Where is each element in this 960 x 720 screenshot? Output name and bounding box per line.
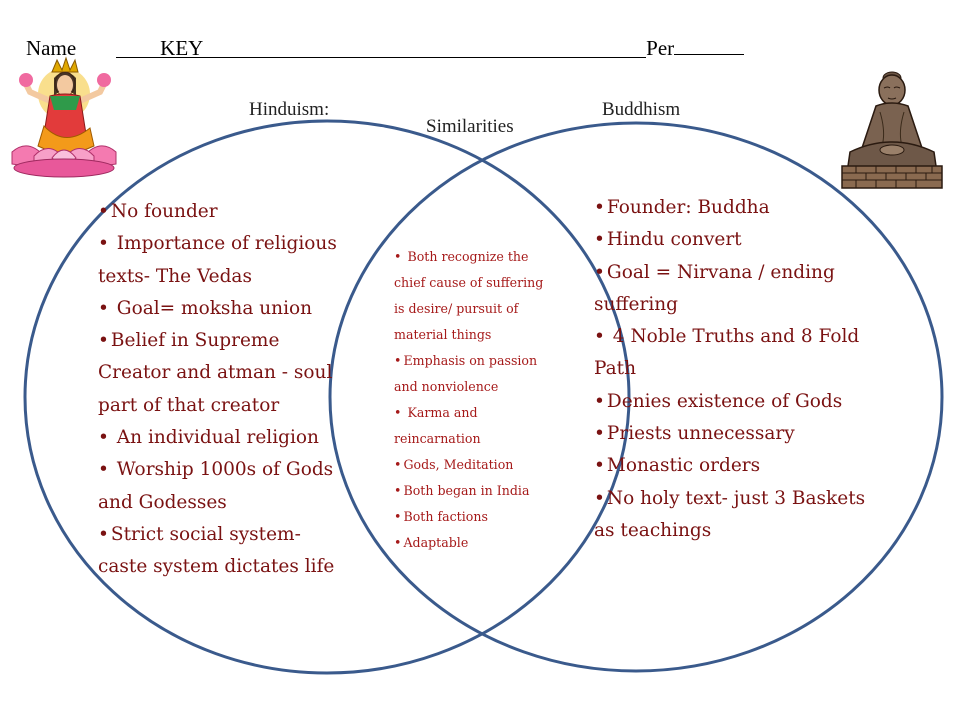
buddhism-item: Goal = Nirvana / ending suffering xyxy=(594,257,869,322)
hinduism-item: Strict social system- caste system dicta… xyxy=(98,519,348,584)
similarities-item: Emphasis on passion and nonviolence xyxy=(394,348,546,400)
buddha-statue-icon xyxy=(841,71,943,189)
buddhism-list: Founder: Buddha Hindu convert Goal = Nir… xyxy=(594,192,869,547)
similarities-item: Gods, Meditation xyxy=(394,452,546,478)
hinduism-item: Belief in Supreme Creator and atman - so… xyxy=(98,325,348,422)
buddhism-item: Priests unnecessary xyxy=(594,418,869,450)
similarities-item: Both recognize the chief cause of suffer… xyxy=(394,244,546,348)
hinduism-heading: Hinduism: xyxy=(249,99,330,120)
name-value: KEY xyxy=(160,36,204,60)
hinduism-item: An individual religion xyxy=(98,422,348,454)
similarities-item: Adaptable xyxy=(394,530,546,556)
per-label: Per xyxy=(646,36,675,60)
hinduism-item: Worship 1000s of Gods and Godesses xyxy=(98,454,348,519)
per-field xyxy=(674,54,745,55)
hinduism-list: No founder Importance of religious texts… xyxy=(98,196,348,584)
similarities-heading: Similarities xyxy=(426,116,514,137)
name-field: KEY xyxy=(116,36,647,60)
buddhism-item: No holy text- just 3 Baskets as teaching… xyxy=(594,483,869,548)
similarities-item: Both began in India xyxy=(394,478,546,504)
hinduism-item: Goal= moksha union xyxy=(98,293,348,325)
hinduism-item: No founder xyxy=(98,196,348,228)
buddhism-item: 4 Noble Truths and 8 Fold Path xyxy=(594,321,869,386)
buddhism-item: Monastic orders xyxy=(594,450,869,482)
similarities-item: Both factions xyxy=(394,504,546,530)
buddhism-heading: Buddhism xyxy=(602,99,681,120)
similarities-list: Both recognize the chief cause of suffer… xyxy=(394,244,546,556)
buddhism-item: Hindu convert xyxy=(594,224,869,256)
similarities-item: Karma and reincarnation xyxy=(394,400,546,452)
buddhism-item: Founder: Buddha xyxy=(594,192,869,224)
worksheet-header: Name KEY Per xyxy=(26,36,745,61)
hinduism-item: Importance of religious texts- The Vedas xyxy=(98,228,348,293)
buddhism-item: Denies existence of Gods xyxy=(594,386,869,418)
lakshmi-lotus-icon xyxy=(11,56,117,178)
name-label: Name xyxy=(26,36,77,60)
